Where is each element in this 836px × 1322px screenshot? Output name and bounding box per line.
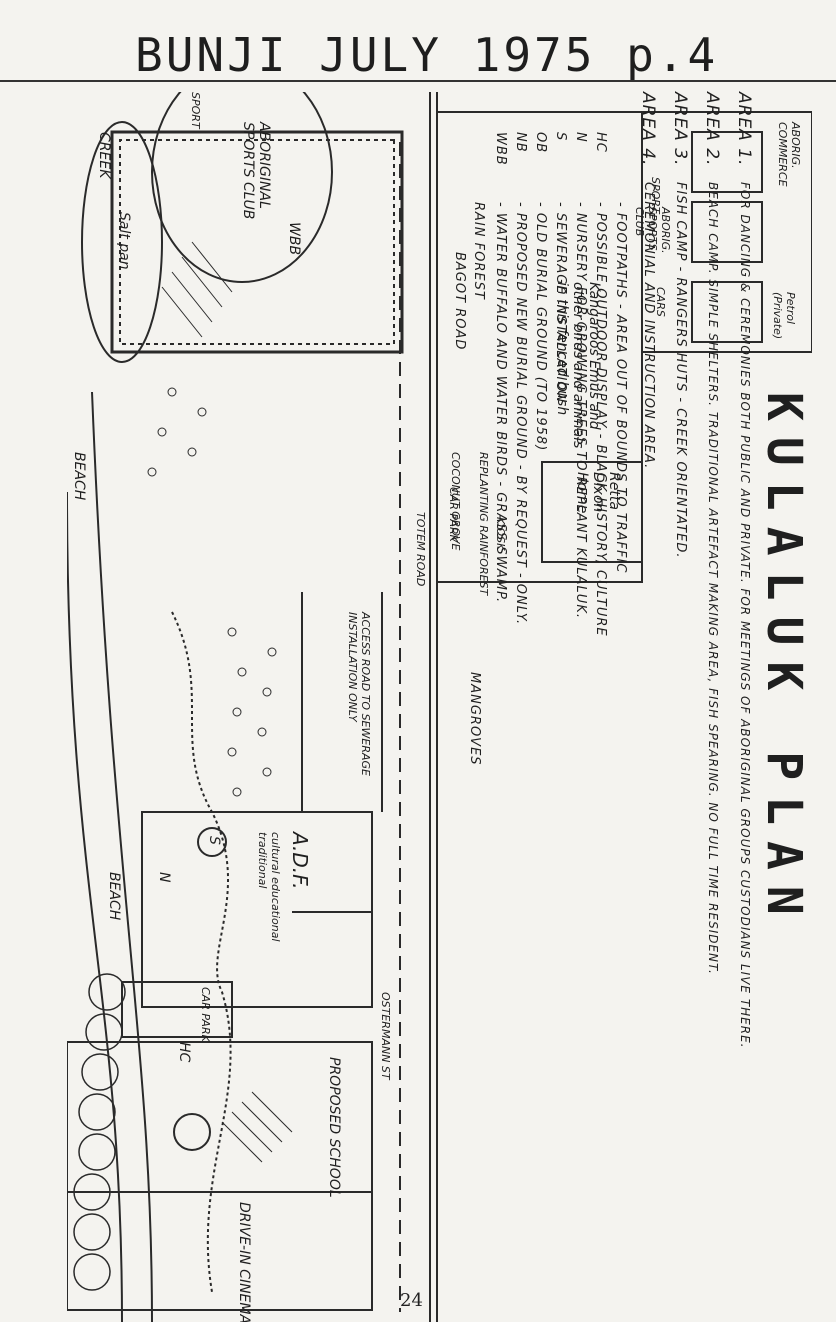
- beach-label: BEACH: [71, 452, 87, 501]
- cars-label: CARS: [654, 287, 667, 317]
- sport-top-label: SPORT: [189, 92, 202, 129]
- totem-road-label: TOTEM ROAD: [414, 512, 427, 587]
- kulaluk-plan-sheet: KULALUK PLAN AREA 1. FOR DANCING & CEREM…: [67, 92, 812, 1322]
- school-label: PROPOSED SCHOOL: [326, 1057, 342, 1198]
- beach-curve: [67, 491, 123, 1322]
- wbb-label: WBB: [286, 222, 302, 256]
- sports-club-oval: [151, 92, 333, 283]
- nursery-marker: N: [156, 872, 172, 883]
- area-text: FOR DANCING & CEREMONIES BOTH PUBLIC AND…: [738, 182, 752, 1049]
- area-text: BEACH CAMP. SIMPLE SHELTERS. TRADITIONAL…: [706, 182, 720, 975]
- adf-block: [141, 811, 373, 1008]
- adf-title: A.D.F.: [288, 832, 312, 890]
- legend-mangroves: MANGROVES: [467, 672, 482, 766]
- abor-sports-label: ABORIG. SPORTS CLUB: [633, 207, 672, 254]
- retta-dixon-label: Retta Dixon Home: [574, 472, 622, 514]
- page-number: 24: [400, 1290, 423, 1311]
- legend-text: - PROPOSED NEW BURIAL GROUND - BY REQUES…: [513, 202, 528, 626]
- header-rule: [0, 80, 836, 82]
- sports-field-block: [641, 111, 812, 353]
- beach-label-2: BEACH: [106, 872, 122, 921]
- salt-pan-label: Salt pan: [116, 212, 132, 270]
- ostermann-label: OSTERMANN ST: [379, 992, 392, 1080]
- retta-dixon-block: [541, 461, 643, 563]
- bagot-road-label: BAGOT ROAD: [452, 252, 467, 351]
- drive-in-cinema-block: [67, 1191, 373, 1311]
- legend-code: WBB: [493, 132, 508, 166]
- old-burial-marker: [173, 1113, 211, 1151]
- abor-commerce-label: ABORIG. COMMERCE: [776, 122, 802, 187]
- sewerage-marker: [197, 827, 227, 857]
- car-park-label: CAR PARK: [199, 987, 212, 1042]
- kangaroos-label: Kangaroos Emus and other birds and anima…: [554, 282, 602, 449]
- creek-label: CREEK: [96, 132, 112, 179]
- area-label: AREA 3.: [670, 92, 690, 167]
- sport-label: SPORT: [649, 177, 662, 214]
- plan-title: KULALUK PLAN: [756, 392, 812, 931]
- page-header-title: BUNJI JULY 1975 p.4: [135, 28, 719, 82]
- legend-code: N: [573, 132, 588, 143]
- sewerage-label: S: [206, 836, 222, 845]
- map-drawing: [67, 92, 812, 1322]
- legend-code: NB: [513, 132, 528, 153]
- legend-code: S: [553, 132, 568, 142]
- petrol-label: Petrol (Private): [771, 292, 797, 340]
- car-park2-label: CAR PARK: [447, 487, 460, 542]
- legend-text: - OLD BURIAL GROUND (TO 1958): [533, 202, 548, 452]
- fenced-bush-wbb: [110, 130, 404, 354]
- legend-replanting: REPLANTING RAINFOREST: [477, 452, 490, 596]
- school-block: [67, 1041, 373, 1193]
- sports-club-label: ABORIGINAL SPORTS CLUB: [240, 122, 272, 220]
- area-label: AREA 1.: [734, 92, 754, 167]
- kiosk-label: KIOSK: [494, 517, 507, 551]
- legend-text: RAIN FOREST: [471, 202, 486, 300]
- adf-desc: cultural educational traditional: [256, 832, 282, 942]
- drive-in-label: DRIVE-IN CINEMA: [236, 1202, 252, 1322]
- hc-label: HC: [176, 1042, 192, 1063]
- car-park-block: [121, 981, 233, 1038]
- salt-pan-oval: [81, 121, 163, 363]
- access-road-label: ACCESS ROAD TO SEWERAGE INSTALLATION ONL…: [346, 612, 372, 776]
- legend-code: OB: [533, 132, 548, 154]
- area-text: FISH CAMP - RANGERS HUTS - CREEK ORIENTA…: [673, 182, 688, 559]
- area-label: AREA 4.: [638, 92, 658, 167]
- area-label: AREA 2.: [702, 92, 722, 167]
- legend-code: HC: [593, 132, 608, 153]
